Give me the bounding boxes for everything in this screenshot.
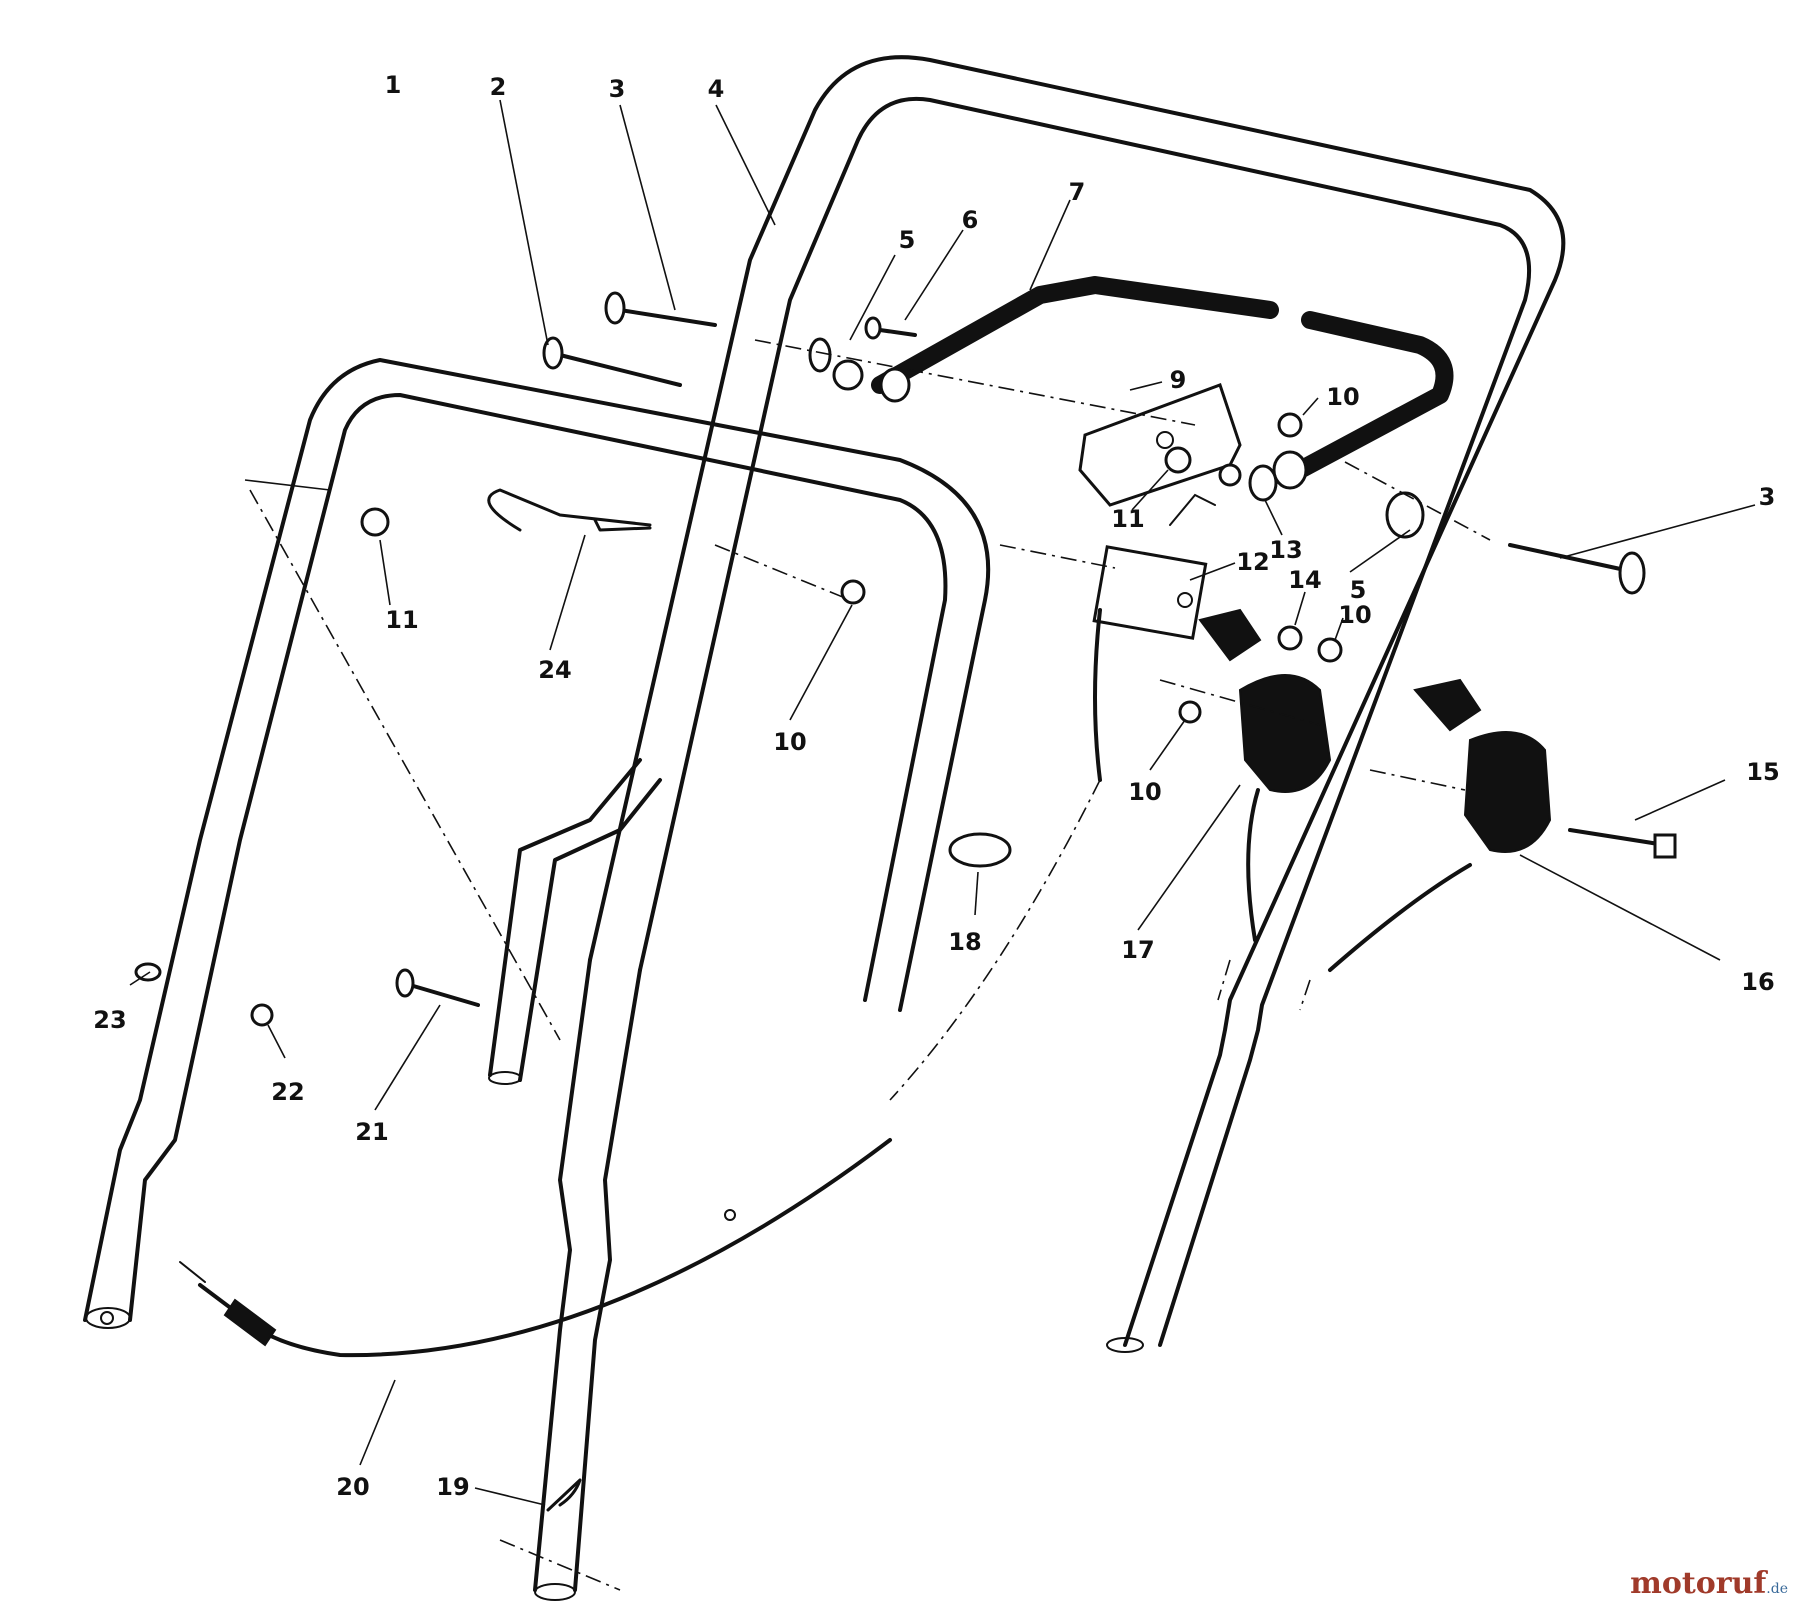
callout-5b: 5: [1350, 576, 1367, 604]
callout-19: 19: [436, 1473, 469, 1501]
callout-21: 21: [355, 1118, 388, 1146]
watermark-logo: motoruf.de: [1630, 1566, 1788, 1601]
callout-23: 23: [93, 1006, 126, 1034]
switch-housing: [1092, 493, 1216, 640]
control-cable: [179, 608, 1102, 1358]
operator-bail-bar: [871, 276, 1454, 490]
lower-handle: [83, 358, 991, 1329]
callout-10e: 10: [1128, 778, 1161, 806]
callout-14: 14: [1288, 566, 1321, 594]
callout-18: 18: [948, 928, 981, 956]
hardware-bolts: [395, 291, 1677, 1007]
cam-grip-right: [1328, 678, 1552, 972]
hardware-nuts: [134, 337, 1425, 1027]
callout-11a: 11: [1111, 505, 1144, 533]
watermark-brand: motoruf: [1630, 1566, 1767, 1601]
upper-handle: [533, 55, 1566, 1601]
callout-1: 1: [385, 71, 402, 99]
callout-3: 3: [609, 75, 626, 103]
callout-22: 22: [271, 1078, 304, 1106]
callout-10a: 10: [1326, 383, 1359, 411]
callout-2: 2: [490, 73, 507, 101]
callout-17: 17: [1121, 936, 1154, 964]
callout-12: 12: [1236, 548, 1269, 576]
callout-11b: 11: [385, 606, 418, 634]
callout-9: 9: [1170, 366, 1187, 394]
callout-15: 15: [1746, 758, 1779, 786]
callout-20: 20: [336, 1473, 369, 1501]
callout-3b: 3: [1759, 483, 1776, 511]
watermark-suffix: .de: [1766, 1581, 1788, 1597]
assembly-centerlines: [244, 339, 1491, 1591]
callout-5: 5: [899, 226, 916, 254]
callout-10d: 10: [773, 728, 806, 756]
small-clips: [487, 488, 1012, 1512]
callout-24: 24: [538, 656, 571, 684]
callout-10b: 10: [1338, 601, 1371, 629]
callout-13: 13: [1269, 536, 1302, 564]
callout-6: 6: [962, 206, 979, 234]
callout-16: 16: [1741, 968, 1774, 996]
callout-leaders: [129, 99, 1756, 1506]
callout-7: 7: [1069, 178, 1086, 206]
callout-4: 4: [708, 75, 725, 103]
cam-grip-left: [1198, 608, 1332, 942]
callout-labels: 1 2 3 4 5 6 7 5 9 10 10 3 11 11 12 13 14…: [93, 71, 1779, 1501]
